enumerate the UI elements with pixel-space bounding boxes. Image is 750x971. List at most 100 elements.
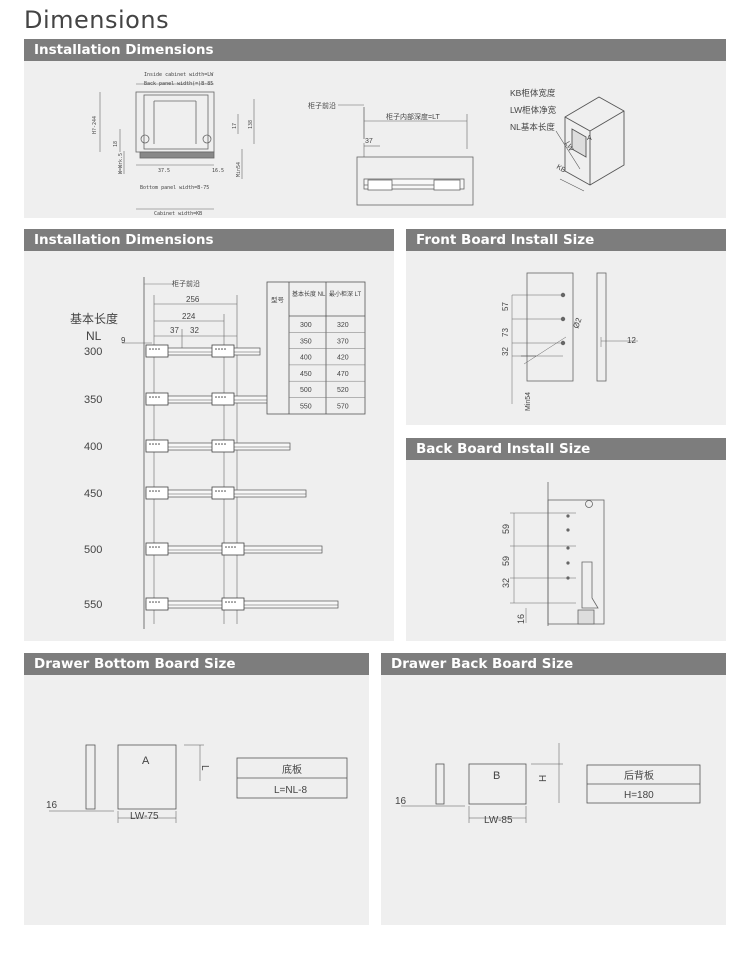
installation-top-drawing: Inside cabinet width=LW Back panel width… bbox=[92, 72, 625, 217]
bottom-box-title: 底板 bbox=[282, 763, 302, 776]
drawer-bottom-drawing: A L 16 LW-75 底板 L=NL-8 bbox=[46, 744, 348, 823]
drawer-back-drawing: B H 16 LW-85 后背板 H=180 bbox=[395, 743, 701, 826]
back-h-label: H bbox=[538, 775, 549, 782]
installation-main-drawing: 柜子前沿 256 224 37 32 9 基本长度 NL 300 350 400 45… bbox=[70, 277, 366, 629]
width-5-label: W=Wrk.5 bbox=[118, 153, 124, 174]
dim-32-label: 32 bbox=[190, 326, 199, 335]
table-header-lt: 最小柜深 LT bbox=[329, 290, 362, 298]
back-box-value: H=180 bbox=[624, 790, 654, 801]
drawer-bottom-panel: Drawer Bottom Board Size A L 16 LW-75 底板… bbox=[24, 653, 369, 925]
bottom-16-label: 16 bbox=[46, 800, 58, 811]
rail-item bbox=[145, 542, 323, 556]
back-b-label: B bbox=[493, 770, 500, 782]
front-edge-label: 柜子前沿 bbox=[172, 279, 200, 288]
dim-138-label: 138 bbox=[248, 120, 254, 129]
table-cell-nl: 350 bbox=[300, 338, 312, 345]
nl-label: NL bbox=[86, 329, 102, 343]
table-cell-lt: 470 bbox=[337, 371, 349, 378]
section-header: Drawer Back Board Size bbox=[381, 653, 726, 675]
iso-lw-label: LW bbox=[563, 141, 574, 153]
table-cell-lt: 370 bbox=[337, 338, 349, 345]
bottom-lw-label: LW-75 bbox=[130, 811, 159, 822]
table-header-model: 型号 bbox=[271, 295, 285, 304]
table-cell-lt: 570 bbox=[337, 404, 349, 411]
section-header: Front Board Install Size bbox=[406, 229, 726, 251]
front-phi-label: Ø2 bbox=[571, 316, 583, 330]
back-16-label: 16 bbox=[395, 796, 407, 807]
dim-224-label: 224 bbox=[182, 312, 196, 321]
back-lw-label: LW-85 bbox=[484, 815, 513, 826]
cabinet-width-label: Cabinet width=KB bbox=[154, 211, 202, 217]
rail-item bbox=[145, 597, 339, 611]
back-dim-59a: 59 bbox=[501, 524, 511, 534]
back-dim-32: 32 bbox=[501, 578, 511, 588]
table-cell-lt: 520 bbox=[337, 387, 349, 394]
installation-dimensions-main-panel: Installation Dimensions 柜子前沿 256 224 37 … bbox=[24, 229, 394, 641]
table-cell-nl: 400 bbox=[300, 355, 312, 362]
height-min-label: H?-244 bbox=[92, 116, 98, 134]
dim-17-label: 17 bbox=[232, 123, 238, 129]
table-cell-lt: 420 bbox=[337, 355, 349, 362]
front-dim-57: 57 bbox=[501, 302, 510, 311]
table-header-nl: 基本长度 NL bbox=[292, 290, 326, 298]
iso-kb-label: KB bbox=[555, 164, 567, 175]
bottom-l-label: L bbox=[199, 765, 210, 771]
dim-18-label: 18 bbox=[113, 141, 119, 147]
section-header: Installation Dimensions bbox=[24, 229, 394, 251]
length-label: 300 bbox=[84, 346, 102, 358]
length-label: 500 bbox=[84, 544, 102, 556]
installation-dimensions-top-panel: Installation Dimensions Inside cabinet w… bbox=[24, 39, 726, 218]
table-cell-nl: 300 bbox=[300, 322, 312, 329]
kb-legend-label: KB柜体宽度 bbox=[510, 88, 556, 98]
min54-label: Min54 bbox=[236, 162, 242, 177]
back-dim-16: 16 bbox=[516, 614, 526, 624]
side-front-edge-label: 柜子前沿 bbox=[308, 101, 336, 110]
back-box-title: 后背板 bbox=[624, 769, 654, 782]
table-cell-nl: 500 bbox=[300, 387, 312, 394]
front-board-drawing: 57 73 32 Ø2 12 Min54 bbox=[501, 272, 638, 411]
rail-item bbox=[145, 439, 291, 453]
rail-group: 300 350 400 450 500 550 bbox=[84, 344, 339, 611]
front-dim-32: 32 bbox=[501, 347, 510, 356]
dim-37-label: 37 bbox=[170, 326, 179, 335]
dim-9-label: 9 bbox=[121, 336, 126, 345]
front-dim-12: 12 bbox=[627, 336, 636, 345]
length-label: 550 bbox=[84, 599, 102, 611]
front-board-panel: Front Board Install Size 57 73 32 Ø2 12 … bbox=[406, 229, 726, 425]
bottom-a-label: A bbox=[142, 755, 150, 767]
nl-legend-label: NL基本长度 bbox=[510, 122, 555, 132]
nl-cn-label: 基本长度 bbox=[70, 311, 118, 326]
table-cell-nl: 450 bbox=[300, 371, 312, 378]
drawer-back-panel: Drawer Back Board Size B H 16 LW-85 后背板 … bbox=[381, 653, 726, 925]
table-cell-lt: 320 bbox=[337, 322, 349, 329]
dim-37-5-label: 37.5 bbox=[158, 168, 170, 174]
length-label: 400 bbox=[84, 441, 102, 453]
length-label: 450 bbox=[84, 488, 102, 500]
front-view-drawing bbox=[99, 83, 255, 210]
side-depth-label: 柜子内部深度=LT bbox=[386, 112, 440, 121]
inside-width-label: Inside cabinet width=LW bbox=[144, 72, 214, 78]
page-title: Dimensions bbox=[24, 6, 170, 34]
isometric-cabinet-drawing bbox=[555, 96, 625, 192]
length-label: 350 bbox=[84, 394, 102, 406]
side-view-drawing bbox=[338, 104, 474, 206]
rail-item bbox=[145, 486, 307, 500]
rail-item bbox=[145, 392, 275, 406]
dim-16-5-label: 16.5 bbox=[212, 168, 224, 174]
iso-a-label: A bbox=[587, 135, 592, 142]
bottom-box-value: L=NL-8 bbox=[274, 785, 308, 796]
dim-256-label: 256 bbox=[186, 295, 200, 304]
front-min54-label: Min54 bbox=[525, 392, 532, 411]
back-board-drawing: 59 59 32 16 bbox=[501, 482, 605, 626]
lw-legend-label: LW柜体净宽 bbox=[510, 105, 557, 115]
front-dim-73: 73 bbox=[501, 328, 510, 337]
section-header: Drawer Bottom Board Size bbox=[24, 653, 369, 675]
table-cell-nl: 550 bbox=[300, 404, 312, 411]
section-header: Back Board Install Size bbox=[406, 438, 726, 460]
rail-item bbox=[145, 344, 261, 358]
section-header: Installation Dimensions bbox=[24, 39, 726, 61]
back-board-panel: Back Board Install Size 59 59 32 16 bbox=[406, 438, 726, 641]
bottom-width-label: Bottom panel width=B-75 bbox=[140, 185, 209, 191]
back-width-label: Back panel width(=)B-85 bbox=[144, 81, 213, 87]
